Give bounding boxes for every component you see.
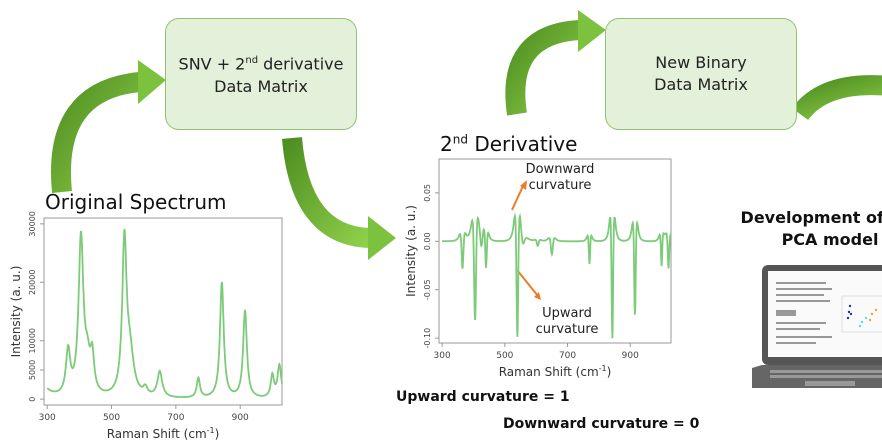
- x-tick-label: 300: [39, 413, 56, 423]
- downward-rule: Downward curvature = 0: [503, 416, 700, 432]
- label-line: curvature: [528, 178, 592, 193]
- y-tick-label: 10000: [28, 328, 37, 353]
- y-tick-label: 20000: [28, 270, 37, 295]
- arrow-binary-to-pca: [791, 75, 882, 121]
- arrow-snv-to-derivative: [282, 137, 396, 260]
- spectrum-line: [46, 228, 283, 398]
- upward-rule: Upward curvature = 1: [396, 389, 570, 405]
- pca-line: Development of the: [740, 208, 882, 227]
- upward-pointer-arrow: [516, 269, 541, 300]
- x-tick-label: 900: [232, 413, 249, 423]
- title-text: 2: [440, 132, 453, 156]
- downward-pointer-arrow: [511, 180, 527, 211]
- label-line: Downward: [525, 162, 595, 177]
- plot-frame: [43, 217, 283, 406]
- x-tick-label: 700: [559, 351, 576, 361]
- binary-matrix-box: New Binary Data Matrix: [605, 18, 797, 130]
- pca-line: PCA model: [781, 230, 879, 249]
- box-text: Data Matrix: [654, 75, 748, 94]
- x-axis-label: Raman Shift (cm-1): [107, 426, 220, 441]
- label-line: curvature: [535, 322, 599, 337]
- spectrum-line: [441, 212, 672, 339]
- x-tick-label: 500: [103, 413, 120, 423]
- plot-frame: [438, 158, 672, 344]
- box-text: Data Matrix: [214, 76, 308, 96]
- y-axis-label: Intensity (a. u.): [9, 266, 23, 358]
- snv-derivative-matrix-box: SNV + 2nd derivative Data Matrix: [165, 18, 357, 130]
- x-tick-label: 700: [167, 413, 184, 423]
- original-spectrum-title: Original Spectrum: [45, 190, 227, 214]
- x-axis-label: Raman Shift (cm-1): [499, 364, 612, 379]
- derivative-title: 2nd Derivative: [440, 132, 577, 156]
- box-text: derivative: [258, 54, 344, 74]
- label-line: Upward: [542, 306, 592, 321]
- pca-title: Development of the PCA model: [735, 207, 882, 251]
- box-text: SNV + 2: [178, 54, 246, 74]
- y-tick-label: 5000: [28, 360, 37, 380]
- arrow-spectrum-to-snv: [51, 60, 166, 193]
- title-sup: nd: [452, 132, 468, 147]
- x-tick-label: 900: [622, 351, 639, 361]
- y-tick-label: -0.10: [423, 328, 432, 349]
- x-tick-label: 500: [496, 351, 513, 361]
- box-text: New Binary: [655, 53, 747, 72]
- box-text-sup: nd: [245, 55, 259, 67]
- y-tick-label: 30000: [28, 211, 37, 236]
- y-tick-label: 0.05: [423, 184, 432, 202]
- x-tick-label: 300: [434, 351, 451, 361]
- title-text: Derivative: [467, 132, 578, 156]
- y-tick-label: 0: [28, 397, 37, 402]
- y-tick-label: -0.05: [423, 279, 432, 300]
- y-axis-label: Intensity (a. u.): [404, 205, 418, 297]
- laptop-icon: [752, 265, 882, 388]
- y-tick-label: 0.00: [423, 232, 432, 250]
- arrow-derivative-to-binary: [505, 10, 606, 116]
